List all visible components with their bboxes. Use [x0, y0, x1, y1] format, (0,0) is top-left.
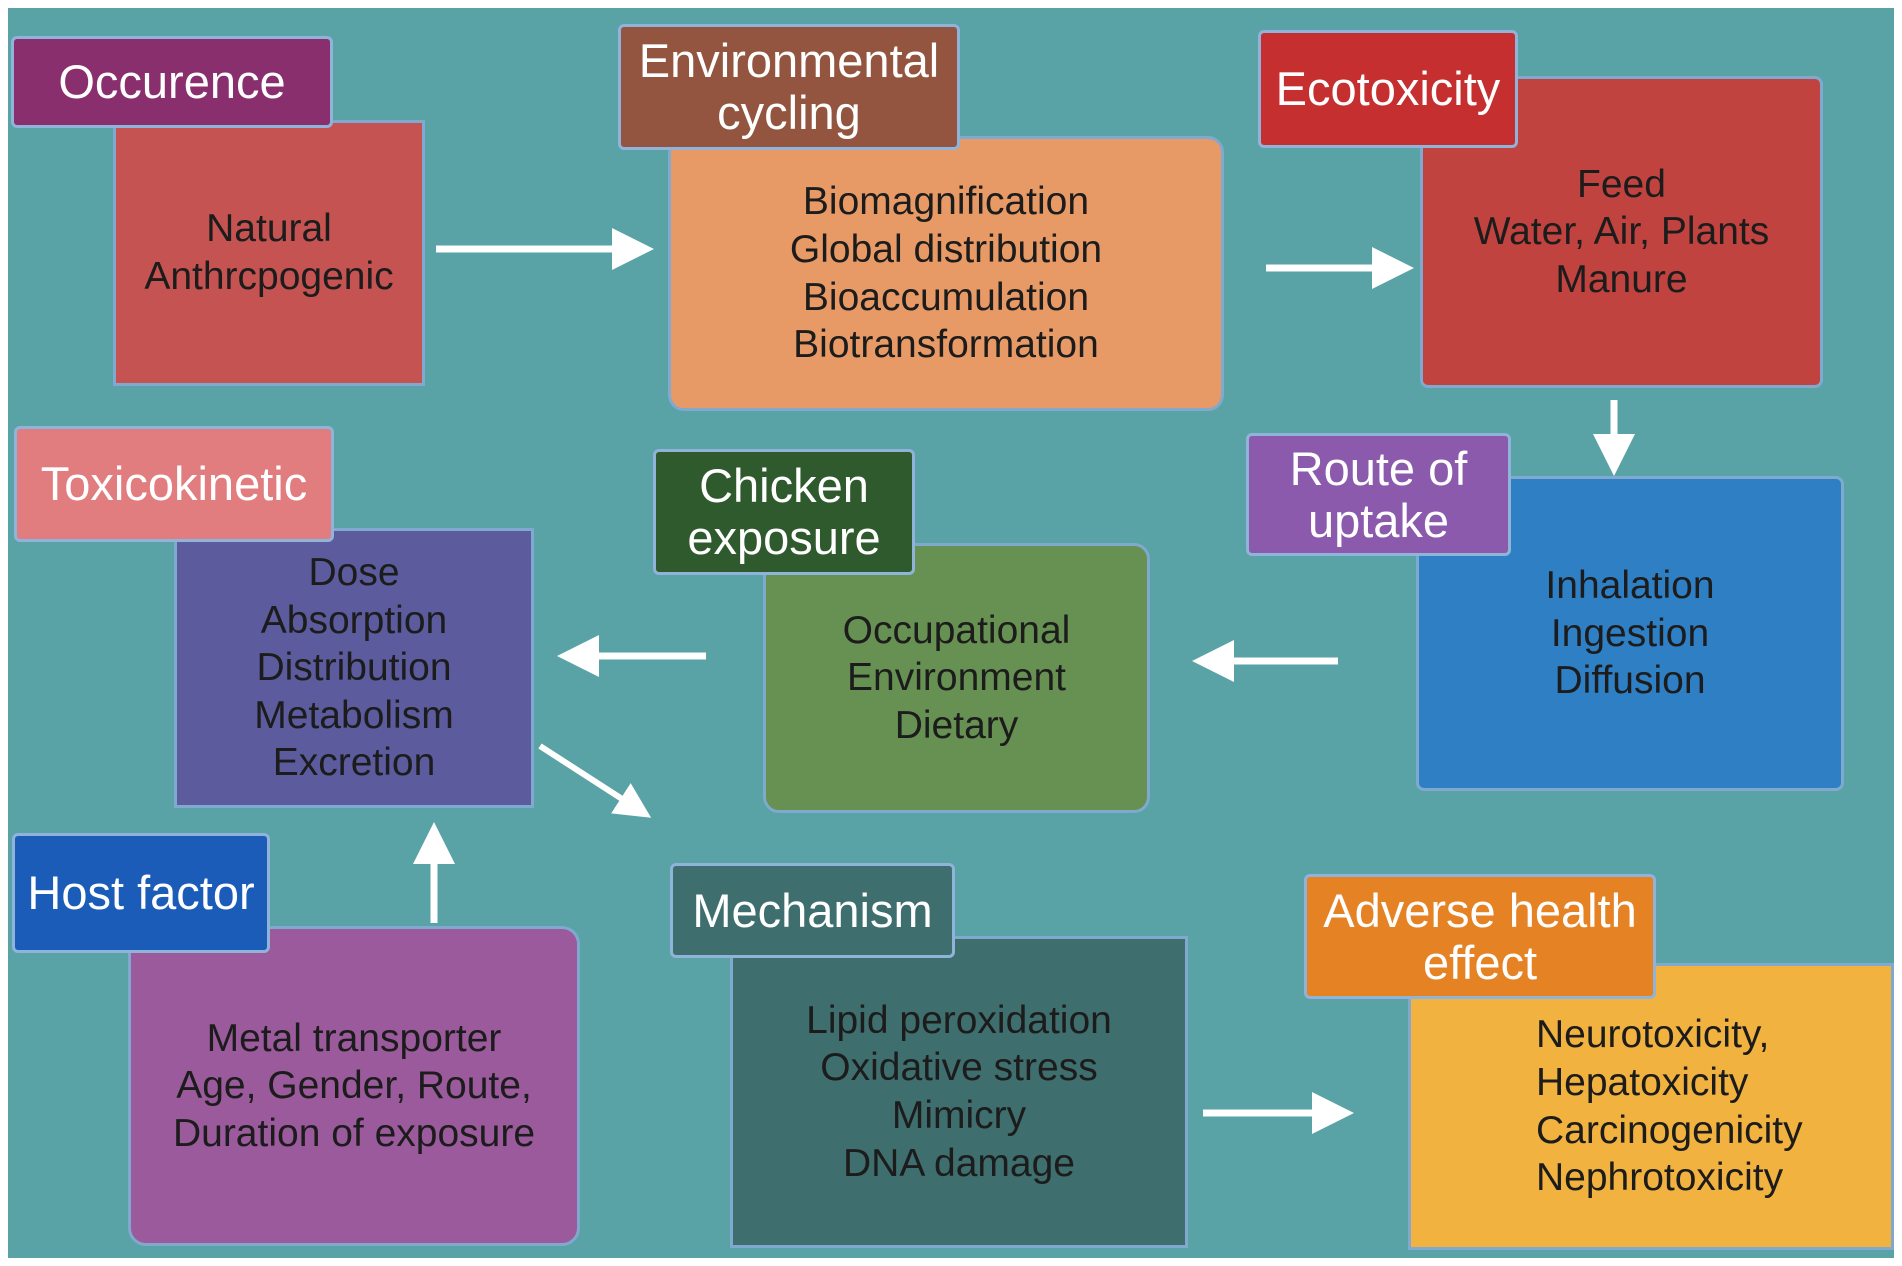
occurence-item: Natural [206, 207, 332, 251]
toxicokinetic-item: Metabolism [254, 693, 454, 737]
adverse-health-effect-item: Neurotoxicity, [1536, 1013, 1770, 1057]
ecotoxicity-label: Ecotoxicity [1258, 30, 1518, 148]
mechanism-label: Mechanism [670, 863, 955, 958]
mechanism-item: DNA damage [843, 1141, 1075, 1185]
chicken-exposure-label: Chicken exposure [653, 449, 915, 575]
adverse-health-effect-label: Adverse health effect [1304, 874, 1656, 999]
chicken-exposure-item: Dietary [894, 703, 1019, 747]
route-of-uptake-label: Route of uptake [1246, 433, 1511, 556]
occurence-box: Natural Anthrcpogenic [113, 120, 425, 386]
occurence-item: Anthrcpogenic [144, 255, 394, 298]
ecotoxicity-item: Feed [1577, 162, 1666, 206]
toxicokinetic-item: Distribution [256, 646, 452, 690]
host-factor-label: Host factor [12, 833, 270, 953]
toxicokinetic-box: Dose Absorption Distribution Metabolism … [174, 528, 534, 808]
ecotoxicity-item: Water, Air, Plants [1473, 210, 1770, 254]
mechanism-item: Mimicry [891, 1094, 1027, 1137]
environmental-cycling-item: Global distribution [789, 227, 1103, 271]
adverse-health-effect-item: Carcinogenicity [1536, 1108, 1803, 1152]
environmental-cycling-item: Biomagnification [802, 180, 1090, 224]
toxicokinetic-item: Absorption [260, 598, 448, 642]
environmental-cycling-item: Biotransformation [793, 323, 1099, 367]
occurence-label: Occurence [11, 36, 333, 128]
environmental-cycling-item: Bioaccumulation [802, 275, 1090, 319]
route-of-uptake-item: Inhalation [1545, 564, 1715, 608]
chicken-exposure-item: Occupational [842, 608, 1071, 652]
mechanism-item: Oxidative stress [820, 1046, 1098, 1090]
host-factor-item: Duration of exposure [172, 1111, 536, 1155]
environmental-cycling-label: Environmental cycling [618, 24, 960, 150]
toxicokinetic-item: Excretion [272, 741, 436, 785]
adverse-health-effect-item: Nephrotoxicity [1536, 1156, 1784, 1200]
toxicokinetic-item: Dose [308, 551, 400, 595]
mechanism-box: Lipid peroxidation Oxidative stress Mimi… [730, 936, 1188, 1248]
toxicokinetic-label: Toxicokinetic [14, 426, 334, 542]
mechanism-item: Lipid peroxidation [806, 998, 1112, 1042]
flow-arrows [413, 228, 1635, 1134]
adverse-health-effect-item: Hepatoxicity [1536, 1060, 1749, 1104]
host-factor-box: Metal transporter Age, Gender, Route, Du… [128, 926, 580, 1246]
host-factor-item: Age, Gender, Route, [176, 1064, 532, 1108]
route-of-uptake-item: Ingestion [1550, 611, 1710, 655]
host-factor-item: Metal transporter [206, 1016, 502, 1060]
route-of-uptake-item: Diffusion [1554, 659, 1706, 703]
arrow-toxicokinetic-to-mechanism [538, 743, 652, 818]
chicken-exposure-item: Environment [847, 656, 1066, 700]
chicken-exposure-box: Occupational Environment Dietary [763, 543, 1150, 813]
ecotoxicity-item: Manure [1555, 257, 1688, 301]
diagram-canvas: Natural Anthrcpogenic Occurence Biomagni… [8, 8, 1894, 1258]
environmental-cycling-box: Biomagnification Global distribution Bio… [668, 136, 1224, 411]
